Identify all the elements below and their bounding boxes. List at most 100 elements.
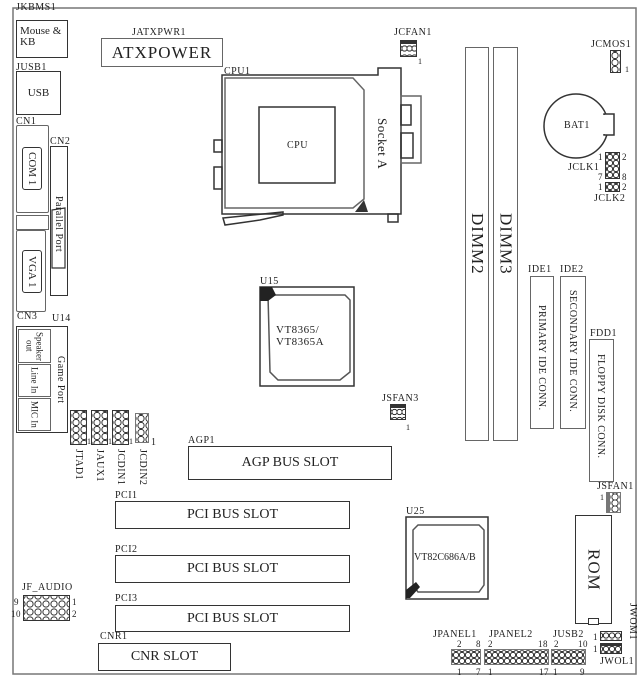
u15-chip-graphic <box>259 286 355 387</box>
pin-label: 17 <box>539 667 549 677</box>
floppy-connector <box>589 339 614 482</box>
primary-ide-connector <box>530 276 554 429</box>
fdd1-label: FDD1 <box>590 328 618 339</box>
cn1-label: CN1 <box>16 116 37 127</box>
u25-chip-graphic <box>405 516 489 600</box>
pci2-slot: PCI BUS SLOT <box>115 555 350 583</box>
spacer-block <box>16 215 49 230</box>
secondary-ide-connector <box>560 276 586 429</box>
pin-1-label: 1 <box>625 65 630 74</box>
cnr-slot: CNR SLOT <box>98 643 231 671</box>
jcdin2-label: JCDIN2 <box>137 449 148 486</box>
jusb2-header <box>551 649 586 665</box>
pin-1-label: 1 <box>598 182 603 192</box>
jcdin1-label: JCDIN1 <box>115 449 126 486</box>
floppy-label: FLOPPY DISK CONN. <box>595 354 606 459</box>
pin-label: 7 <box>476 667 481 677</box>
pin-label: 2 <box>488 639 493 649</box>
jaux1-header <box>91 410 108 445</box>
pci2-label: PCI2 <box>115 544 138 555</box>
cpu-label: CPU <box>287 140 308 151</box>
pin-label: 1 <box>457 667 462 677</box>
pin-label: 10 <box>578 639 588 649</box>
jsfan1-label: JSFAN1 <box>597 481 634 492</box>
pin-1-label: 1 <box>593 644 598 654</box>
pin-label: 1 <box>488 667 493 677</box>
pin-label: 8 <box>476 639 481 649</box>
u14-label: U14 <box>52 313 71 324</box>
u25-label: U25 <box>406 506 425 517</box>
pin1-marker-icon <box>260 287 276 301</box>
pin-1-label: 1 <box>108 437 113 446</box>
jusb1-label: JUSB1 <box>16 62 47 73</box>
jwom1-header <box>600 631 622 641</box>
jkbms1-label: JKBMS1 <box>16 2 57 13</box>
battery-graphic <box>543 93 615 159</box>
pci3-slot: PCI BUS SLOT <box>115 605 350 632</box>
jatxpwr1-label: JATXPWR1 <box>132 27 187 38</box>
dimm2-label: DIMM2 <box>468 213 487 275</box>
dimm3-label: DIMM3 <box>496 213 516 275</box>
cn2-label: CN2 <box>50 136 71 147</box>
line-in-jack: Line In <box>18 364 51 397</box>
jclk2-header <box>605 182 620 192</box>
pin1-marker-icon <box>406 582 420 598</box>
pin-9-label: 9 <box>14 597 19 607</box>
pin-1-label: 1 <box>418 57 423 66</box>
agp1-label: AGP1 <box>188 435 216 446</box>
pin-label: 1 <box>553 667 558 677</box>
jpanel2-header <box>484 649 549 665</box>
pin-label: 2 <box>554 639 559 649</box>
parallel-port <box>50 146 68 296</box>
pci3-label: PCI3 <box>115 593 138 604</box>
ide2-label: IDE2 <box>560 264 584 275</box>
com1-label: COM 1 <box>22 147 42 190</box>
pin-10-label: 10 <box>11 609 21 619</box>
jaux1-label: JAUX1 <box>94 449 105 483</box>
pin-1-label: 1 <box>598 152 603 162</box>
pin-2-label: 2 <box>622 152 627 162</box>
jclk1-header <box>605 152 620 179</box>
cpu1-label: CPU1 <box>224 66 251 77</box>
rom-chip: ROM <box>575 515 612 624</box>
agp-slot: AGP BUS SLOT <box>188 446 392 480</box>
cn3-label: CN3 <box>17 311 38 322</box>
pin-1-label: 1 <box>593 632 598 642</box>
pin-label: 2 <box>457 639 462 649</box>
speaker-out-jack: Speaker out <box>18 329 51 363</box>
primary-ide-label: PRIMARY IDE CONN. <box>536 305 547 411</box>
atx-power-connector: ATXPOWER <box>101 38 223 67</box>
pin-2-label: 2 <box>72 609 77 619</box>
pin-1-label: 1 <box>406 423 411 432</box>
pci1-label: PCI1 <box>115 490 138 501</box>
jclk2-label: JCLK2 <box>594 193 626 204</box>
jcdin1-header <box>112 410 129 445</box>
rom-notch <box>588 618 599 625</box>
mic-in-jack: MIC In <box>18 398 51 431</box>
dimm2-slot: DIMM2 <box>465 47 489 441</box>
pin-label: 9 <box>580 667 585 677</box>
pin-1-label: 1 <box>600 493 605 502</box>
jcdin2-header <box>135 413 149 443</box>
pin-7-label: 7 <box>598 172 603 182</box>
pin1-marker-icon <box>355 200 368 212</box>
jpanel1-label: JPANEL1 <box>433 629 477 640</box>
jsfan3-label: JSFAN3 <box>382 393 419 404</box>
jwol1-header <box>600 643 622 654</box>
secondary-ide-label: SECONDARY IDE CONN. <box>567 290 578 413</box>
jtad1-label: JTAD1 <box>73 449 84 481</box>
vga1-label: VGA 1 <box>22 250 42 293</box>
pin-label: 18 <box>538 639 548 649</box>
jtad1-header <box>70 410 87 445</box>
jpanel2-label: JPANEL2 <box>489 629 533 640</box>
jclk1-label: JCLK1 <box>568 162 600 173</box>
jsfan1-header <box>606 492 621 513</box>
pin-1-label: 1 <box>129 437 134 446</box>
pin-1-label: 1 <box>87 437 92 446</box>
u25-chip-text: VT82C686A/B <box>414 552 476 563</box>
pin-8-label: 8 <box>622 172 627 182</box>
parallel-port-label: Parallel Port <box>53 196 64 253</box>
pin-1-label: 1 <box>151 437 157 448</box>
rom-label: ROM <box>584 548 604 591</box>
u15-chip-text2: VT8365A <box>276 336 325 348</box>
